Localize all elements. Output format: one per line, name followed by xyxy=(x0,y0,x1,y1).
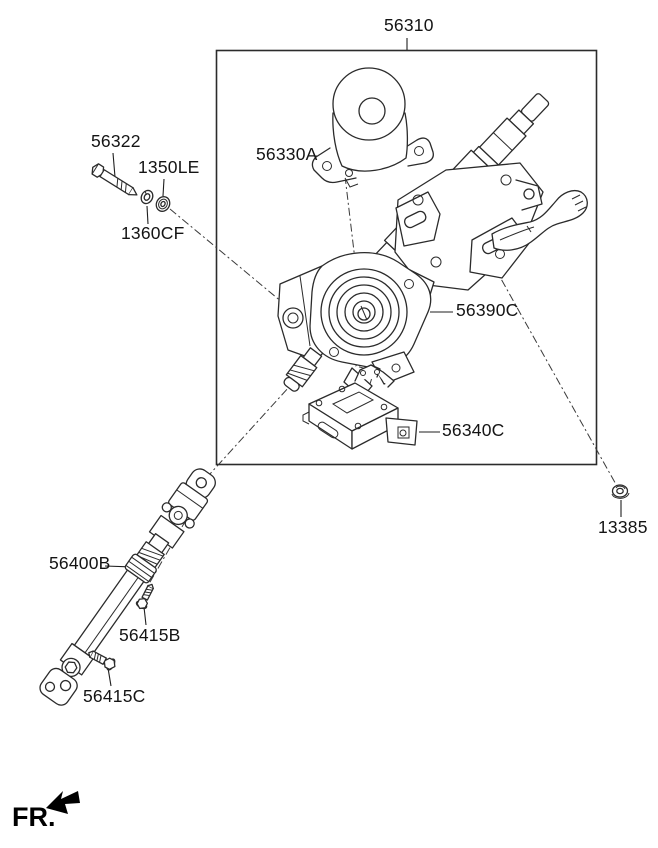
motor-assembly-drawing xyxy=(311,67,434,188)
callout-1360CF[interactable]: 1360CF xyxy=(121,223,185,243)
callout-56322[interactable]: 56322 xyxy=(91,131,141,151)
assembly-box xyxy=(215,49,598,466)
callout-56415B[interactable]: 56415B xyxy=(119,625,181,645)
callout-56330A[interactable]: 56330A xyxy=(256,144,318,164)
callout-56340C[interactable]: 56340C xyxy=(442,420,505,440)
ecu-unit-drawing xyxy=(302,364,418,450)
mounting-bracket-drawing xyxy=(394,162,544,309)
fr-direction-arrow-icon xyxy=(46,791,80,814)
nut-13385-drawing xyxy=(611,484,630,499)
fr-label: FR. xyxy=(12,802,56,832)
tilt-lever-drawing xyxy=(491,189,588,251)
callout-56415C[interactable]: 56415C xyxy=(83,686,146,706)
callout-56310[interactable]: 56310 xyxy=(384,15,434,35)
gear-housing-drawing xyxy=(277,252,432,399)
callout-56400B[interactable]: 56400B xyxy=(49,553,111,573)
bolt-56415C-drawing xyxy=(88,650,116,671)
washer-1360CF-drawing xyxy=(140,189,154,205)
washer-1350LE-drawing xyxy=(155,196,171,212)
callout-56390C[interactable]: 56390C xyxy=(456,300,519,320)
callout-13385[interactable]: 13385 xyxy=(598,517,648,537)
bolt-56415B-drawing xyxy=(135,583,154,610)
bolt-56322-drawing xyxy=(91,163,138,196)
callout-1350LE[interactable]: 1350LE xyxy=(138,157,200,177)
intermediate-shaft-drawing xyxy=(39,468,216,706)
